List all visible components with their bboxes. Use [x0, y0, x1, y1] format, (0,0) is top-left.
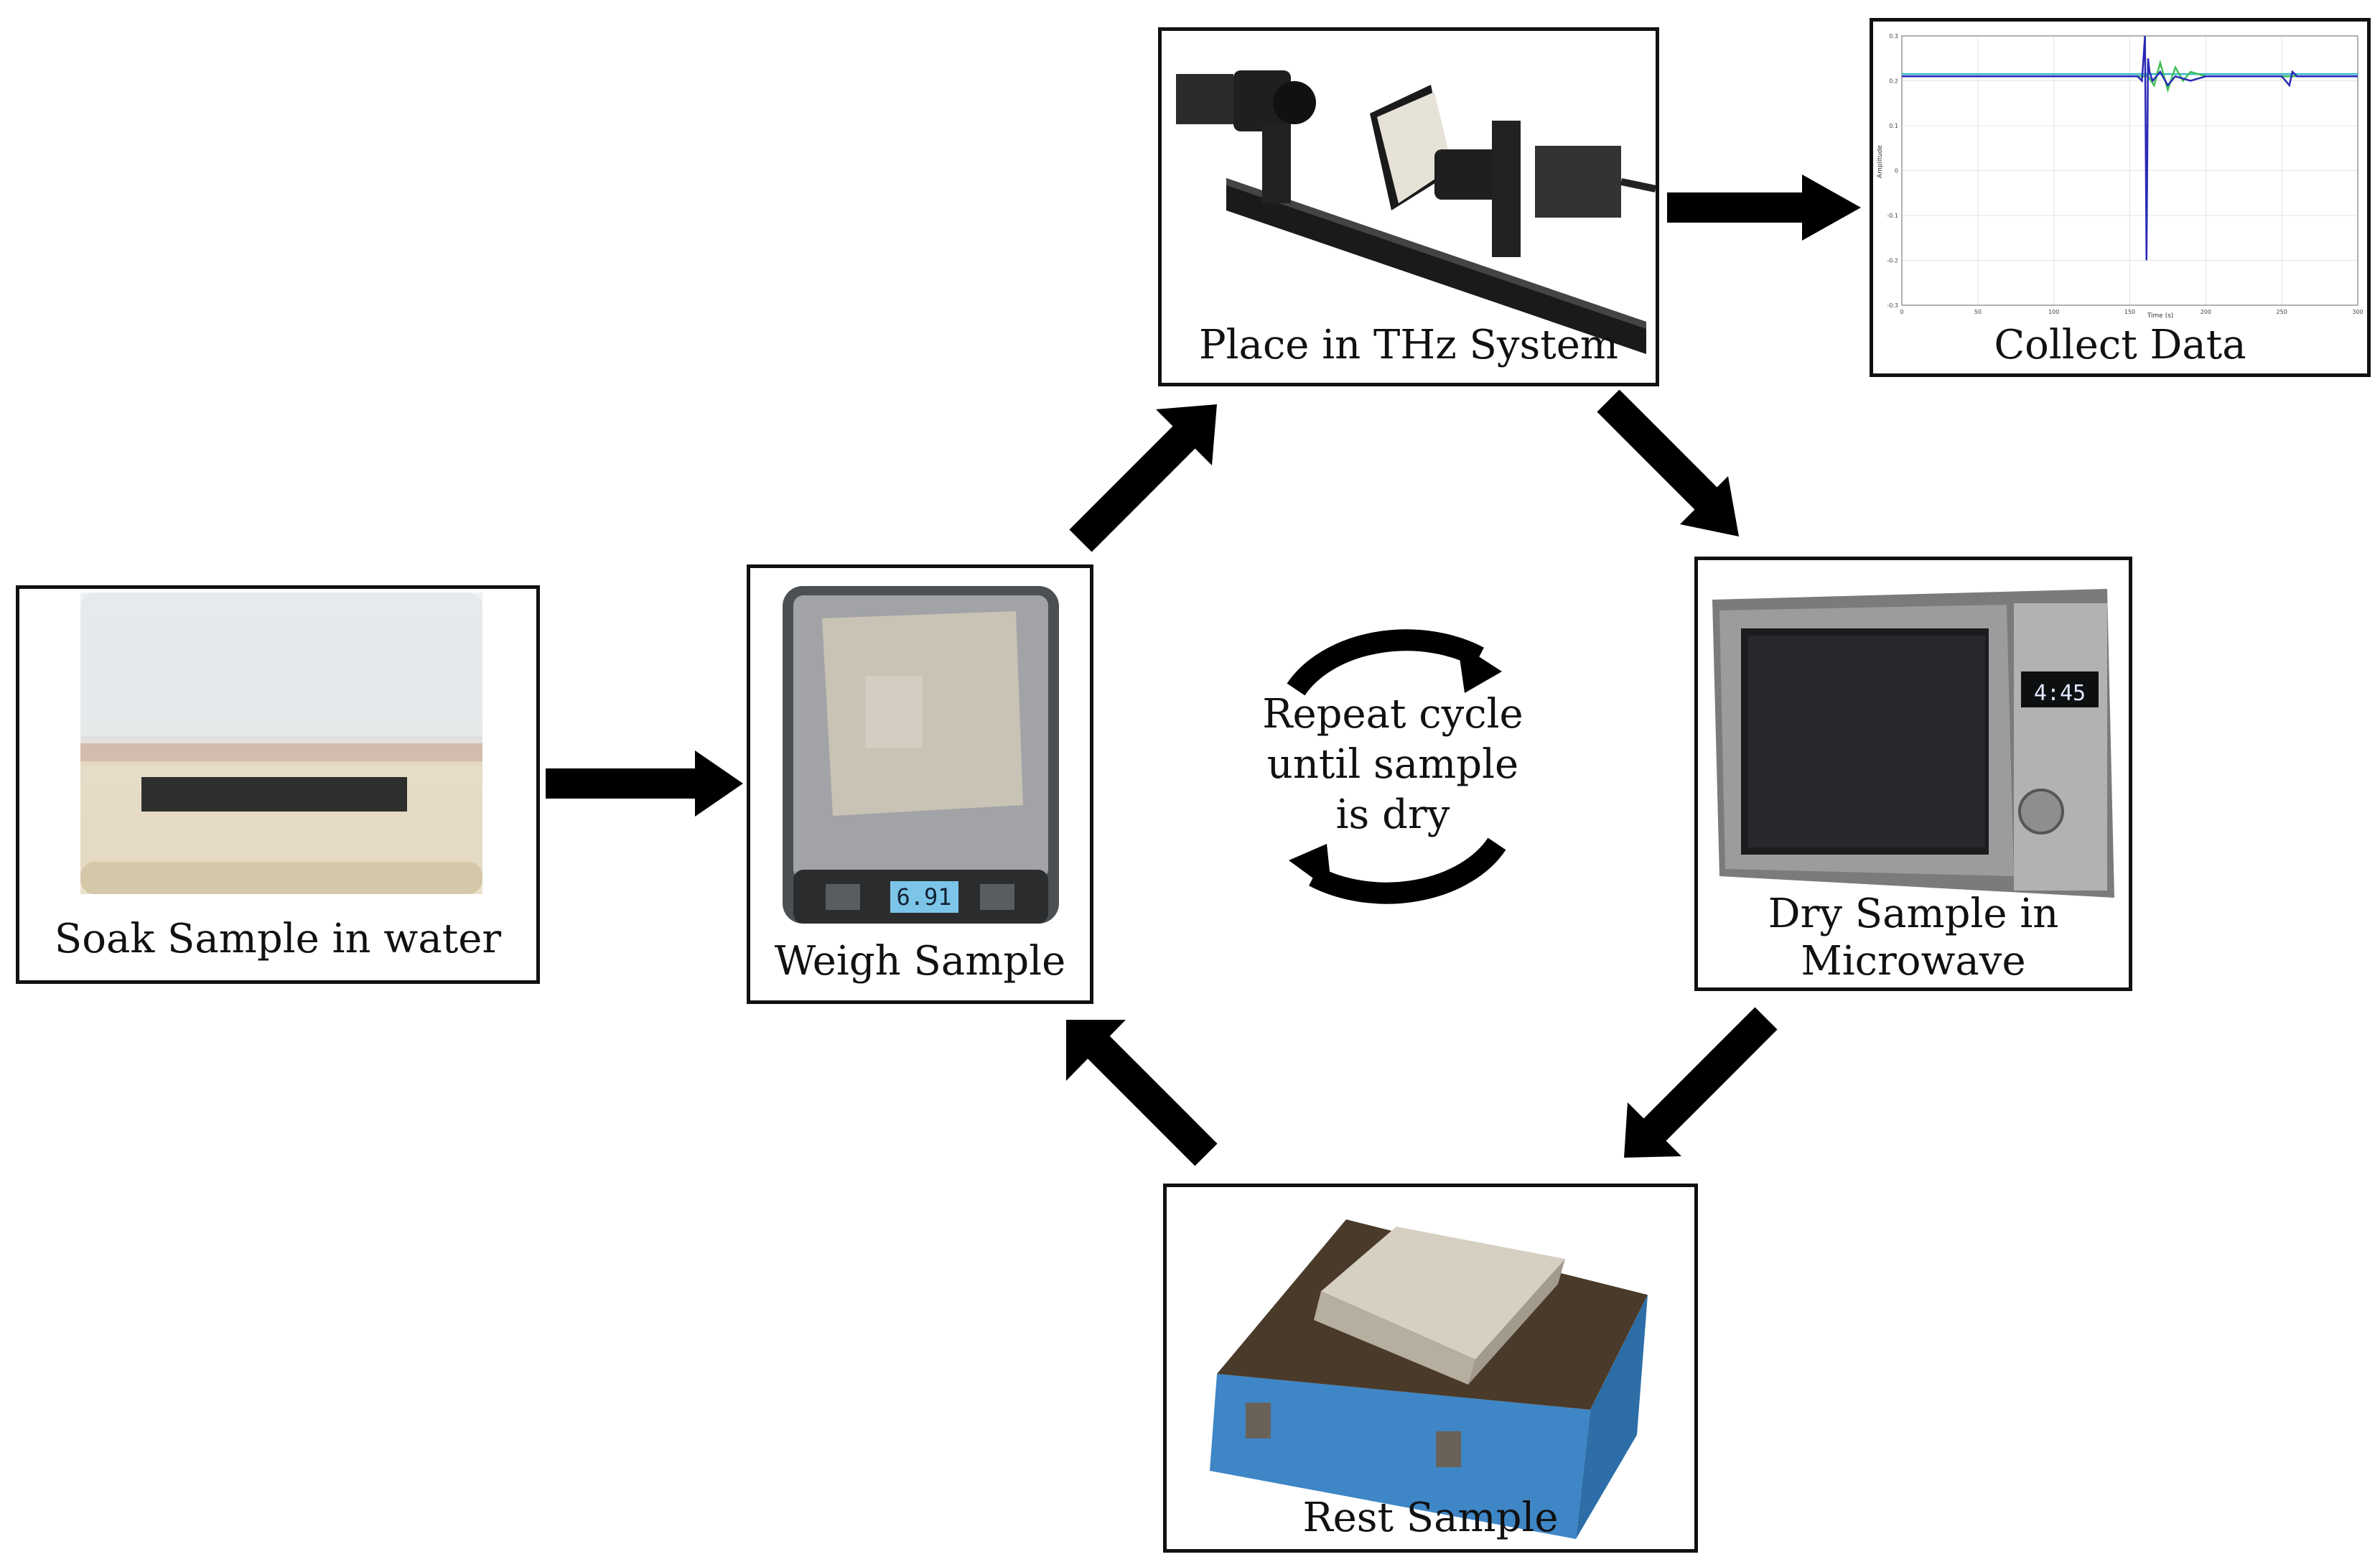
- rest-caption: Rest Sample: [1302, 1494, 1559, 1541]
- microwave-photo: 4:45: [1712, 589, 2114, 898]
- arrow-soak-to-weigh: [546, 750, 743, 817]
- step-weigh: 6.91 Weigh Sample: [747, 564, 1093, 1004]
- soak-caption: Soak Sample in water: [54, 916, 502, 962]
- arrow-thz-to-collect: [1667, 175, 1861, 241]
- y-tick-label-2: 0.1: [1889, 123, 1898, 129]
- soak-photo: [80, 592, 482, 894]
- repeat-cycle-arrows: [1287, 629, 1506, 904]
- x-tick-label-4: 200: [2201, 309, 2211, 315]
- y-tick-label-3: 0: [1895, 168, 1898, 175]
- x-tick-label-6: 300: [2352, 309, 2363, 315]
- collect-caption: Collect Data: [1994, 322, 2246, 368]
- rest-photo: [1210, 1219, 1648, 1539]
- plot-axes: 0 50 100 150 200 250 300 0.3 0.2 0.1 0 -0.1 -0.2 -0.3: [1887, 33, 2363, 315]
- repeat-note-line-2: until sample: [1266, 741, 1519, 788]
- step-dry-microwave: 4:45 Dry Sample in Microwave: [1694, 557, 2132, 991]
- repeat-note-line-3: is dry: [1335, 791, 1450, 838]
- series-line-0: [1902, 35, 2358, 261]
- weigh-caption: Weigh Sample: [774, 938, 1066, 985]
- scale-photo: 6.91: [783, 586, 1059, 924]
- arrow-rest-to-weigh: [1066, 1020, 1218, 1166]
- step-collect-data: 0 50 100 150 200 250 300 0.3 0.2 0.1 0 -0.1 -0.2 -0.3…: [1870, 18, 2371, 377]
- step-thz-system: Place in THz System: [1158, 27, 1659, 386]
- thz-caption: Place in THz System: [1198, 322, 1619, 368]
- x-tick-label-5: 250: [2277, 309, 2287, 315]
- plot-frame: [1901, 35, 2358, 306]
- x-tick-label-2: 100: [2048, 309, 2059, 315]
- step-rest: Rest Sample: [1163, 1184, 1698, 1553]
- plot-series: [1902, 35, 2358, 261]
- thz-photo: [1176, 70, 1656, 354]
- arrow-dry-to-rest: [1624, 1007, 1778, 1158]
- repeat-cycle-note: Repeat cycle until sample is dry: [1221, 689, 1565, 840]
- data-plot: 0 50 100 150 200 250 300 0.3 0.2 0.1 0 -0.1 -0.2 -0.3…: [1877, 33, 2363, 320]
- y-axis-label: Amplitude: [1877, 144, 1884, 178]
- x-tick-label-3: 150: [2124, 309, 2135, 315]
- y-tick-label-1: 0.2: [1889, 78, 1898, 85]
- repeat-note-line-1: Repeat cycle: [1262, 691, 1523, 738]
- dry-caption-line-2: Microwave: [1801, 938, 2026, 985]
- x-axis-label: Time (s): [2147, 312, 2174, 320]
- dry-caption: Dry Sample in Microwave: [1698, 891, 2129, 985]
- y-tick-label-6: -0.3: [1887, 302, 1898, 309]
- scale-display: 6.91: [896, 883, 951, 911]
- y-tick-label-4: -0.1: [1887, 213, 1898, 219]
- y-tick-label-5: -0.2: [1887, 258, 1898, 264]
- dry-caption-line-1: Dry Sample in: [1768, 891, 2059, 937]
- step-soak: Soak Sample in water: [16, 585, 540, 984]
- arrow-weigh-to-thz: [1069, 404, 1217, 552]
- series-line-1: [1902, 59, 2358, 93]
- x-tick-label-1: 50: [1974, 309, 1982, 315]
- y-tick-label-0: 0.3: [1889, 33, 1898, 39]
- arrow-thz-to-dry: [1597, 389, 1739, 536]
- microwave-display: 4:45: [2034, 681, 2086, 706]
- x-tick-label-0: 0: [1900, 309, 1903, 315]
